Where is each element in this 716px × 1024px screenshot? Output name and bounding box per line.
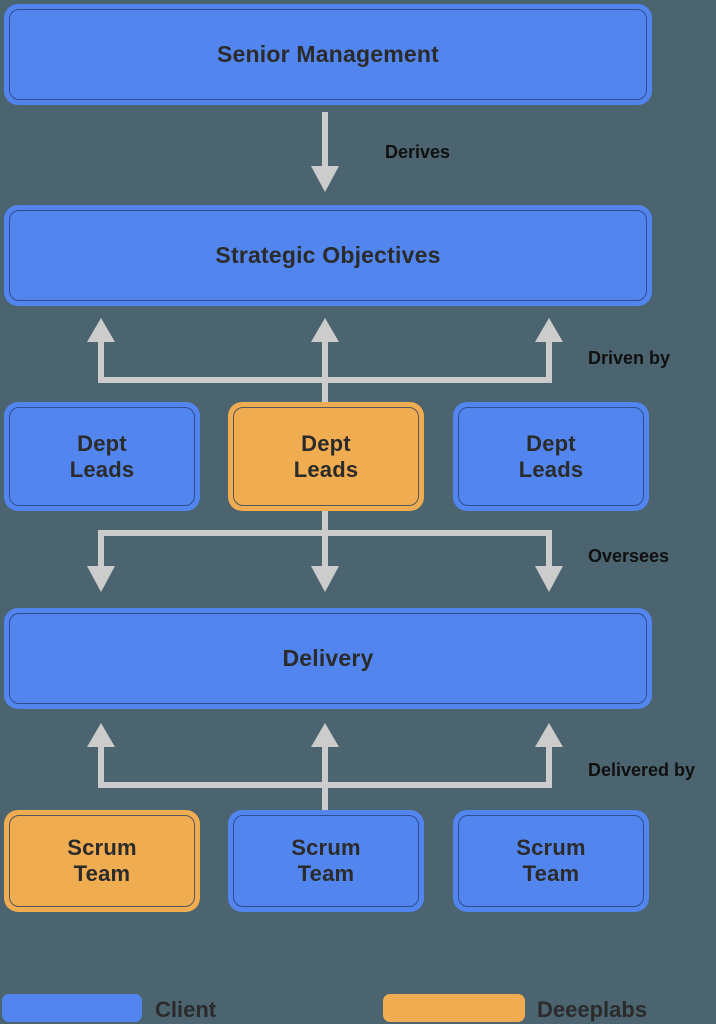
node-strategic-objectives[interactable]: Strategic Objectives	[4, 205, 652, 306]
legend-swatch-deeeplabs	[383, 994, 525, 1022]
connector-deliveredby-stem-right	[546, 746, 552, 788]
node-label-line2: Leads	[293, 456, 359, 482]
connector-drivenby-stem-left	[98, 340, 104, 383]
node-label: Strategic Objectives	[215, 241, 441, 268]
arrow-deliveredby-head-right	[535, 723, 563, 747]
arrow-deliveredby-head-left	[87, 723, 115, 747]
connector-deliveredby-stem-left	[98, 746, 104, 788]
connector-deliveredby-stem-center	[322, 746, 328, 810]
node-scrum-team-1[interactable]: Scrum Team	[4, 810, 200, 912]
node-label-stack: Scrum Team	[291, 835, 360, 887]
node-scrum-team-3[interactable]: Scrum Team	[453, 810, 649, 912]
connector-oversees-stem-center	[322, 511, 328, 572]
arrow-oversees-head-center	[311, 566, 339, 592]
connector-drivenby-stem-center	[322, 340, 328, 402]
node-label-stack: Dept Leads	[519, 431, 584, 483]
node-label-line1: Dept	[301, 430, 351, 456]
node-label-stack: Scrum Team	[67, 835, 136, 887]
node-label-line1: Scrum	[291, 835, 361, 861]
edge-label-driven-by: Driven by	[588, 348, 671, 368]
edge-label-derives: Derives	[385, 142, 451, 162]
connector-derives-stem	[322, 112, 328, 172]
node-dept-leads-1[interactable]: Dept Leads	[4, 402, 200, 511]
edge-label-oversees: Oversees	[588, 546, 670, 566]
node-label-line2: Leads	[69, 456, 135, 482]
arrow-drivenby-head-right	[535, 318, 563, 342]
connector-drivenby-stem-right	[546, 340, 552, 383]
connector-oversees-stem-left	[98, 530, 104, 572]
node-scrum-team-2[interactable]: Scrum Team	[228, 810, 424, 912]
arrow-derives-head	[311, 166, 339, 192]
node-senior-management[interactable]: Senior Management	[4, 4, 652, 105]
arrow-oversees-head-left	[87, 566, 115, 592]
node-delivery[interactable]: Delivery	[4, 608, 652, 709]
arrow-drivenby-head-left	[87, 318, 115, 342]
node-label-line1: Scrum	[67, 835, 137, 861]
arrow-drivenby-head-center	[311, 318, 339, 342]
node-label-stack: Scrum Team	[516, 835, 585, 887]
node-label: Delivery	[282, 644, 374, 671]
node-label-line2: Team	[73, 861, 131, 886]
arrow-oversees-head-right	[535, 566, 563, 592]
node-label-line2: Leads	[518, 456, 584, 482]
node-label-line1: Dept	[526, 430, 576, 456]
edge-label-delivered-by: Delivered by	[588, 760, 696, 780]
node-label-line2: Team	[522, 861, 580, 886]
node-label: Senior Management	[217, 40, 439, 67]
node-label-line2: Team	[297, 861, 355, 886]
arrow-deliveredby-head-center	[311, 723, 339, 747]
node-label-line1: Dept	[77, 430, 127, 456]
node-dept-leads-2[interactable]: Dept Leads	[228, 402, 424, 511]
node-label-stack: Dept Leads	[294, 431, 359, 483]
legend-label-client: Client	[155, 997, 217, 1022]
legend-label-deeeplabs: Deeeplabs	[537, 997, 648, 1022]
node-label-line1: Scrum	[516, 835, 586, 861]
node-label-stack: Dept Leads	[70, 431, 135, 483]
connector-oversees-stem-right	[546, 530, 552, 572]
legend-swatch-client	[2, 994, 142, 1022]
node-dept-leads-3[interactable]: Dept Leads	[453, 402, 649, 511]
